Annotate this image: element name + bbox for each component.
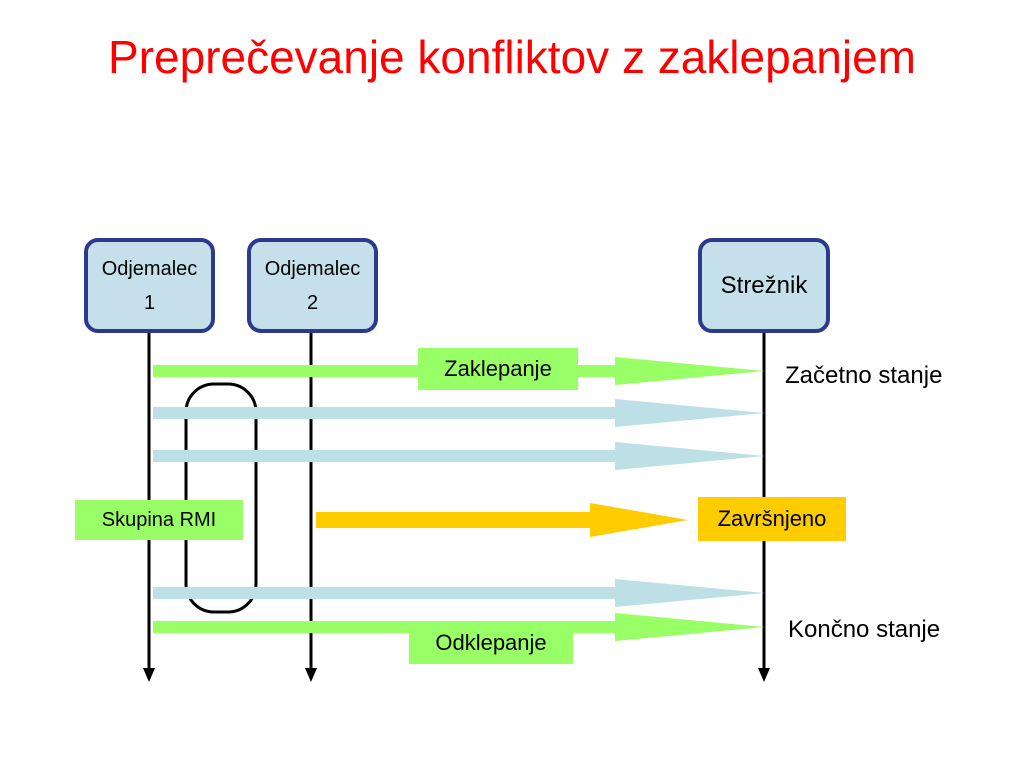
participant-client-1-name: Odjemalec <box>101 257 198 280</box>
lifeline-client-2-arrowhead <box>305 668 317 682</box>
participant-client-1-number: 1 <box>143 291 156 314</box>
participant-client-2-name: Odjemalec <box>264 257 361 280</box>
rejected-label: Završnjeno <box>698 497 846 541</box>
participant-client-2-number: 2 <box>306 291 319 314</box>
lifeline-server-arrowhead <box>758 668 770 682</box>
participant-server-name: Strežnik <box>720 271 808 299</box>
rmi-call-arrow <box>153 579 765 607</box>
rmi-call-arrow <box>153 442 765 470</box>
rejected-arrow <box>316 503 688 537</box>
participant-client-1: Odjemalec 1 <box>84 238 215 333</box>
unlock-label: Odklepanje <box>409 622 573 664</box>
final-state-label: Končno stanje <box>788 616 941 643</box>
rmi-group-loop <box>184 382 258 614</box>
participant-client-2: Odjemalec 2 <box>247 238 378 333</box>
participant-server: Strežnik <box>698 238 830 333</box>
lock-label: Zaklepanje <box>418 348 578 390</box>
rmi-call-arrow <box>153 399 765 427</box>
lifeline-client-1-arrowhead <box>143 668 155 682</box>
initial-state-label: Začetno stanje <box>785 362 943 389</box>
rmi-group-label: Skupina RMI <box>75 500 243 540</box>
page-title: Preprečevanje konfliktov z zaklepanjem <box>108 31 916 83</box>
